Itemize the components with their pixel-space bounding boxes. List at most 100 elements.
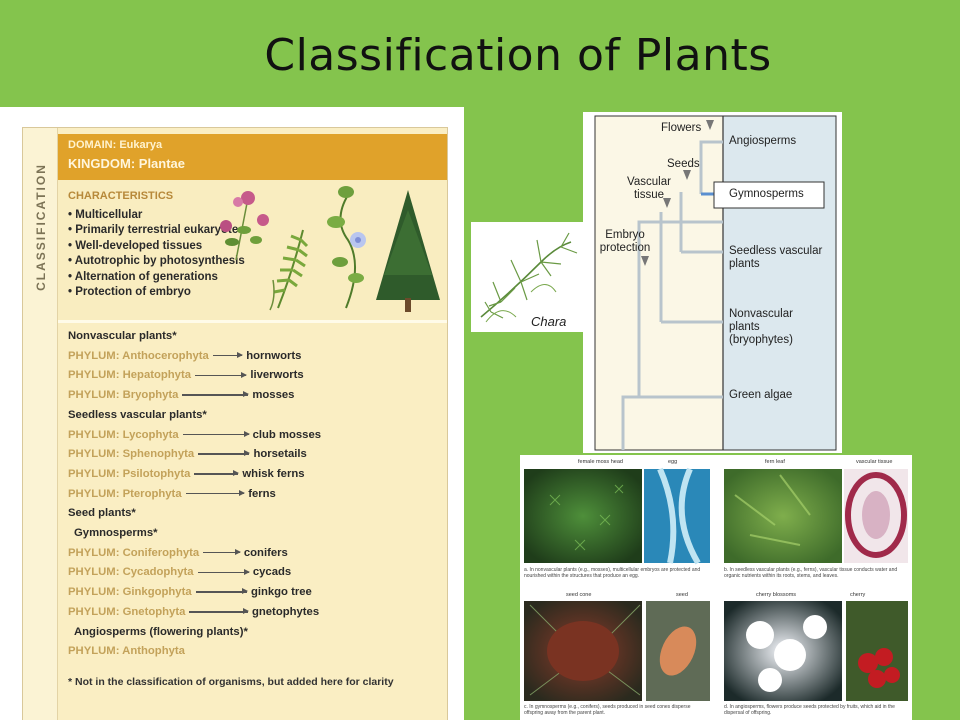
photo-images [524,467,908,701]
arrow-icon [182,431,250,437]
phylum-row: PHYLUM: Gnetophyta gnetophytes [68,606,319,618]
characteristic-item: Multicellular [68,208,245,223]
group-label: Nonvascular plants (bryophytes) [729,308,793,346]
example-name: ginkgo tree [250,586,312,599]
phylum-row: PHYLUM: Coniferophyta conifers [68,547,288,559]
group-heading: Seed plants* [68,507,136,520]
phylum-name: PHYLUM: Ginkgophyta [68,586,192,599]
footnote: * Not in the classification of organisms… [68,676,394,688]
example-name: cycads [252,566,292,579]
domain-label: DOMAIN: Eukarya [68,139,163,151]
photo-tag: seed cone [566,592,592,598]
arrow-icon [203,549,241,555]
fern-illustration [269,229,309,311]
arrow-icon [185,490,245,496]
phylum-name: PHYLUM: Coniferophyta [68,546,200,559]
subgroup-heading: Angiosperms (flowering plants)* [74,625,248,638]
photo-tag: female moss head [578,459,623,465]
phylum-name: PHYLUM: Anthophyta [68,645,185,658]
plant-illustrations [220,186,440,312]
cladogram-drawing [594,115,837,451]
chara-illustration [480,232,578,323]
arrow-icon [195,589,249,594]
arrow-icon [194,470,240,476]
plant-photo-grid: female moss head egg fern leaf vascular … [520,455,912,720]
phylum-row: PHYLUM: Lycophyta club mosses [68,429,321,441]
phylum-row: PHYLUM: Pterophyta ferns [68,488,276,500]
phylum-row: PHYLUM: Hepatophyta liverworts [68,369,304,381]
photo-caption: a. In nonvascular plants (e.g., mosses),… [524,567,701,579]
example-name: club mosses [252,428,322,441]
group-heading: Seedless vascular plants* [68,408,207,421]
phylum-row: PHYLUM: Anthocerophyta hornworts [68,350,301,362]
example-name: liverworts [250,369,304,382]
phylum-row: PHYLUM: Sphenophyta horsetails [68,448,307,460]
group-label: Green algae [729,389,793,401]
phylum-row: PHYLUM: Anthophyta [68,645,185,657]
group-label-highlighted: Gymnosperms [729,188,804,200]
example-name: mosses [252,389,295,402]
example-name: conifers [243,546,288,559]
fern-photo [724,469,842,563]
moss-photo [524,469,642,563]
clover-illustration [220,191,269,261]
phylum-name: PHYLUM: Bryophyta [68,389,179,402]
example-name: gnetophytes [251,605,320,618]
phylum-row: PHYLUM: Psilotophyta whisk ferns [68,468,305,480]
photo-caption: b. In seedless vascular plants (e.g., fe… [724,567,898,579]
photo-tag: fern leaf [765,459,785,465]
photo-caption: d. In angiosperms, flowers produce seeds… [724,704,895,716]
photo-tag: vascular tissue [856,459,893,465]
arrow-icon [195,372,248,377]
conifer-illustration [376,190,440,312]
photo-tag: cherry [850,592,866,598]
photo-caption: c. In gymnosperms (e.g., conifers), seed… [524,704,691,716]
chara-card: Chara [471,222,594,332]
egg-micrograph [644,469,710,563]
cladogram: Flowers Seeds Vascular tissue Embryo pro… [583,112,842,453]
kingdom-label: KINGDOM: Plantae [68,156,186,171]
photo-tag: egg [668,459,678,465]
characteristics-header: CHARACTERISTICS [68,190,174,202]
group-label: Angiosperms [729,135,797,147]
phylum-name: PHYLUM: Sphenophyta [68,448,195,461]
subgroup-heading: Gymnosperms* [74,527,158,539]
classification-card: CLASSIFICATION DOMAIN: Eukarya KINGDOM: … [0,107,464,720]
characteristic-item: Protection of embryo [68,285,245,300]
characteristic-item: Autotrophic by photosynthesis [68,254,245,269]
arrow-icon [197,569,251,574]
example-name: hornworts [246,349,302,362]
characteristic-item: Well-developed tissues [68,239,245,254]
example-name: horsetails [253,448,307,461]
side-bar: CLASSIFICATION [23,128,58,720]
group-heading: Nonvascular plants* [68,330,177,342]
characteristics-list: Multicellular Primarily terrestrial euka… [68,208,245,300]
phylum-row: PHYLUM: Ginkgophyta ginkgo tree [68,586,312,598]
photo-tag: seed [676,592,688,598]
characteristics-section: CHARACTERISTICS Multicellular Primarily … [58,180,447,323]
phylum-name: PHYLUM: Hepatophyta [68,369,192,382]
chara-label: Chara [531,314,567,329]
example-name: whisk ferns [242,467,305,480]
arrow-icon [189,608,249,614]
arrow-icon [212,352,244,358]
phylum-name: PHYLUM: Anthocerophyta [68,349,209,362]
slide-title: Classification of Plants [264,30,772,81]
phylum-name: PHYLUM: Lycophyta [68,428,179,441]
trait-label: Seeds [667,158,700,170]
arrow-icon [182,392,250,397]
characteristic-item: Alternation of generations [68,270,245,285]
example-name: ferns [248,487,276,500]
classification-panel: CLASSIFICATION DOMAIN: Eukarya KINGDOM: … [22,127,448,720]
side-label: CLASSIFICATION [34,163,48,291]
trait-label: Vascular tissue [627,176,671,201]
group-label: Seedless vascular plants [729,245,823,270]
trait-label: Flowers [661,122,702,134]
characteristic-item: Primarily terrestrial eukaryotes [68,223,245,238]
taxonomy-band: DOMAIN: Eukarya KINGDOM: Plantae [58,134,447,180]
phylum-name: PHYLUM: Gnetophyta [68,605,186,618]
phylum-name: PHYLUM: Psilotophyta [68,467,191,480]
phylum-name: PHYLUM: Pterophyta [68,487,182,500]
trait-label: Embryo protection [599,229,651,254]
